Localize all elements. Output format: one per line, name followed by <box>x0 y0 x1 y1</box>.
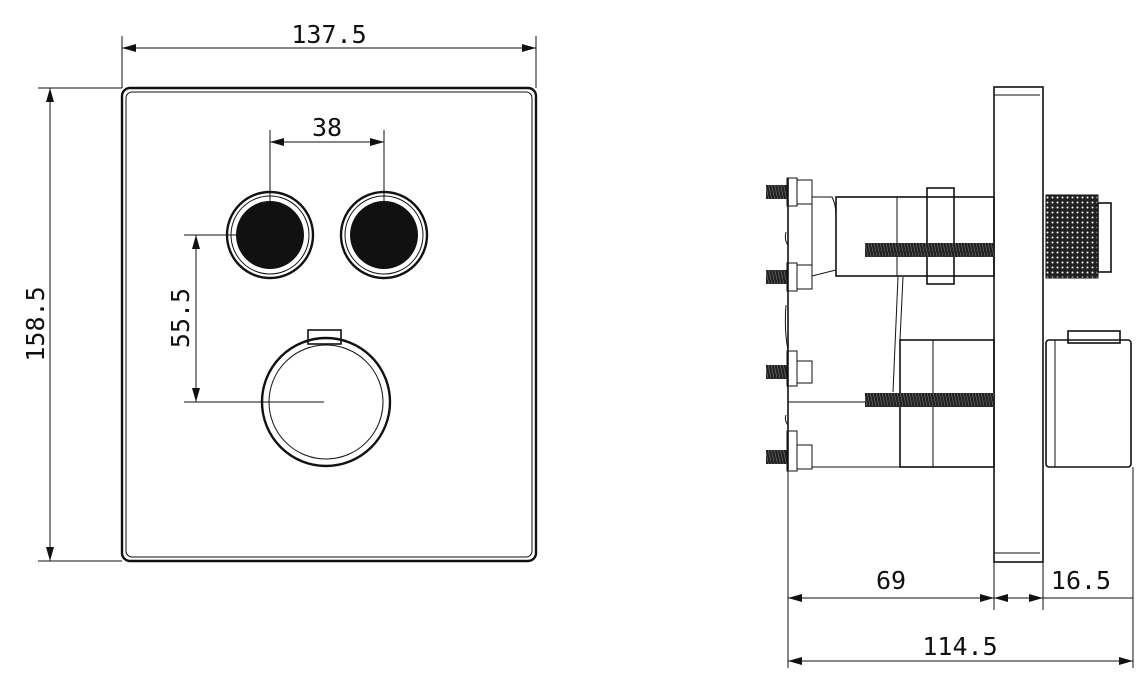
thermostat-knob <box>260 329 392 468</box>
height-dimension: 158.5 <box>21 87 122 562</box>
bolt-3 <box>766 350 813 387</box>
side-view: 69 16.5 114.5 <box>766 86 1134 668</box>
body-depth-label: 69 <box>876 566 906 595</box>
lower-valve-body <box>788 276 995 468</box>
bolt-4 <box>766 430 813 472</box>
threaded-rod-upper <box>865 243 994 257</box>
cover-plate <box>120 86 538 563</box>
threaded-rod-lower <box>865 393 994 407</box>
cover-plate-inner-edge <box>125 91 533 558</box>
button-spacing-dimension: 38 <box>269 113 385 235</box>
button-to-knob-label: 55.5 <box>166 288 195 348</box>
upper-valve-body <box>811 187 995 285</box>
total-depth-dimension: 114.5 <box>788 632 1133 665</box>
height-label: 158.5 <box>21 286 50 361</box>
knurled-button-side <box>1045 194 1112 279</box>
bolt-1 <box>766 177 813 207</box>
trim-depth-label: 16.5 <box>1051 566 1111 595</box>
bolt-2 <box>766 262 813 292</box>
knob-side <box>1045 330 1132 468</box>
button-spacing-label: 38 <box>312 113 342 142</box>
bracket-bolts <box>766 177 813 472</box>
total-depth-label: 114.5 <box>922 632 997 661</box>
width-label: 137.5 <box>291 20 366 49</box>
body-depth-dimension: 69 <box>788 566 994 602</box>
width-dimension: 137.5 <box>121 20 537 88</box>
button-to-knob-dimension: 55.5 <box>166 234 324 403</box>
side-cover-plate <box>993 86 1044 563</box>
front-view: 137.5 158.5 38 55.5 <box>21 20 538 563</box>
mounting-bracket <box>784 178 789 470</box>
trim-depth-dimension: 16.5 <box>994 566 1133 602</box>
